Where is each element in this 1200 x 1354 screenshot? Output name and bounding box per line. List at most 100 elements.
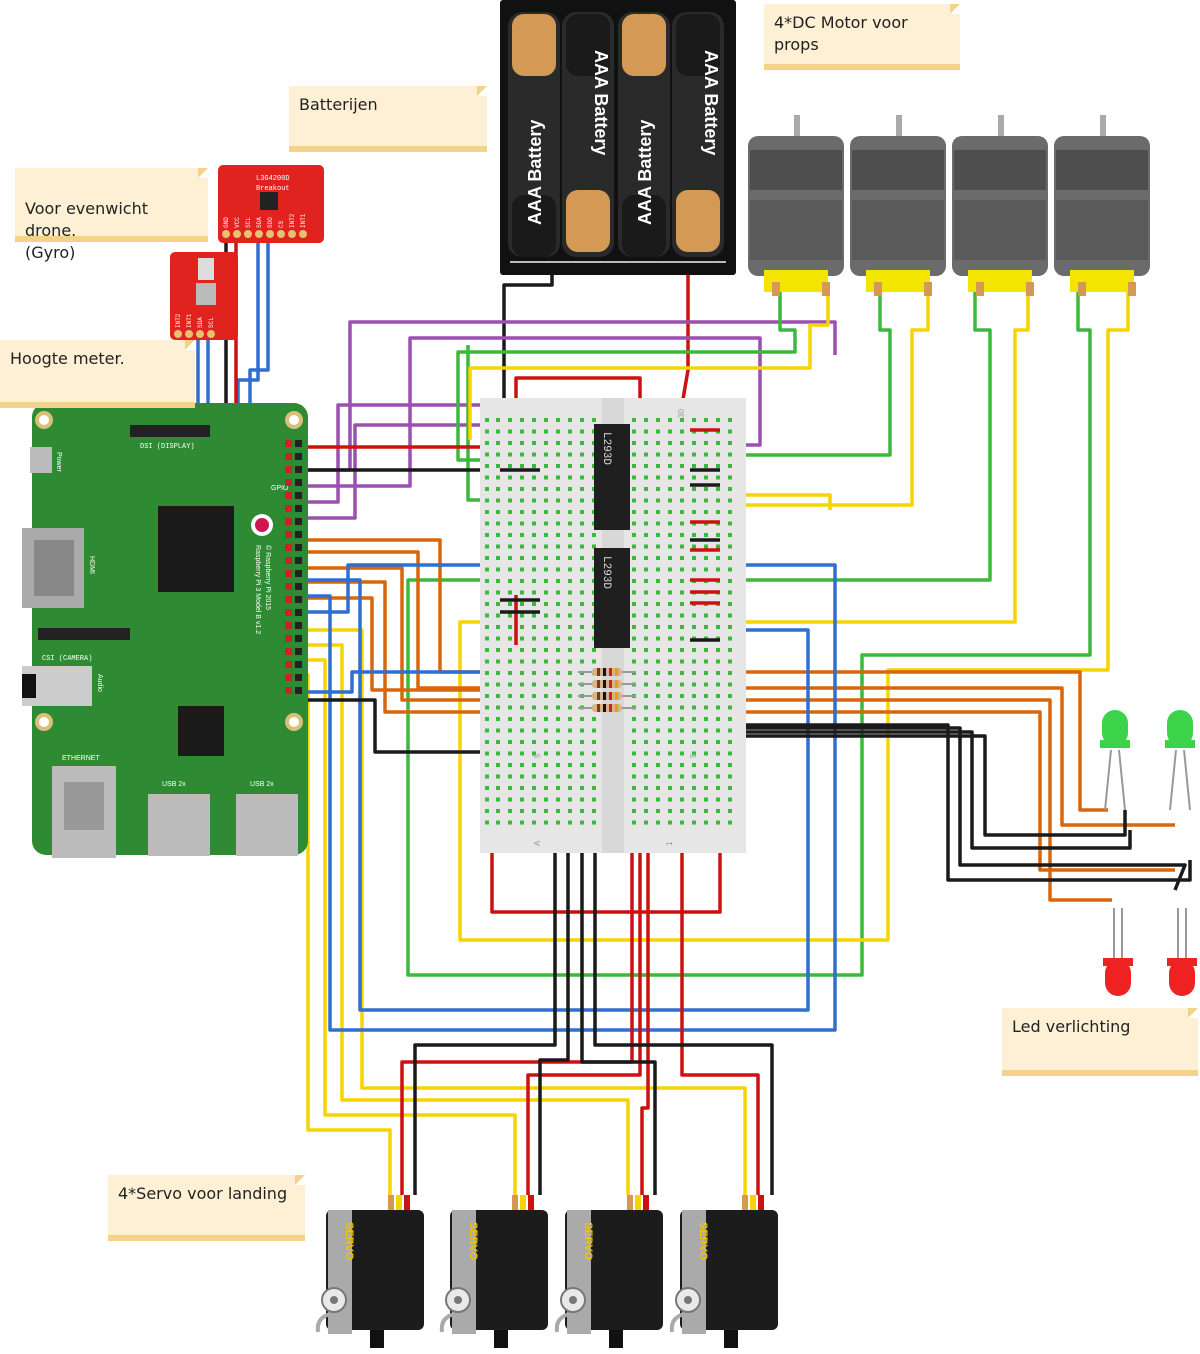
bb-hole — [716, 671, 720, 675]
bb-hole — [704, 418, 708, 422]
bb-hole — [632, 763, 636, 767]
bb-hole — [728, 475, 732, 480]
pi-audio-label: Audio — [96, 674, 103, 692]
bb-hole — [728, 510, 732, 514]
bb-hole — [644, 567, 648, 572]
bb-hole — [496, 441, 500, 445]
bb-hole — [485, 786, 489, 790]
bb-hole — [728, 717, 732, 721]
bb-hole — [568, 441, 572, 445]
bb-hole — [728, 682, 732, 687]
bb-label-1: 1 — [665, 841, 674, 846]
bb-hole — [728, 740, 732, 744]
bb-hole — [496, 740, 500, 744]
pi-power-label: Power — [55, 452, 62, 473]
bb-hole — [644, 613, 648, 618]
bb-hole — [692, 682, 696, 687]
bb-hole — [668, 694, 672, 698]
bb-hole — [728, 728, 732, 733]
gpio-pin — [285, 609, 292, 616]
bb-hole — [580, 659, 584, 664]
pi-copyright-label: © Raspberry Pi 2015 — [264, 545, 272, 610]
bb-hole — [592, 820, 596, 825]
bb-hole — [485, 510, 489, 514]
bb-hole — [532, 613, 536, 618]
bb-hole — [544, 705, 548, 710]
bb-hole — [692, 625, 696, 629]
bb-hole — [656, 648, 660, 652]
bb-hole — [580, 751, 584, 756]
bb-hole — [692, 556, 696, 560]
gpio-pin — [285, 687, 292, 694]
bb-hole — [680, 682, 684, 687]
bb-hole — [532, 797, 536, 802]
bb-hole — [680, 705, 684, 710]
bb-hole — [580, 602, 584, 606]
bb-hole — [632, 774, 636, 779]
bb-hole — [680, 521, 684, 526]
bb-hole — [544, 464, 548, 468]
note-motors: 4*DC Motor voor props — [764, 4, 960, 70]
bb-hole — [704, 682, 708, 687]
bb-hole — [692, 475, 696, 480]
bb-hole — [520, 475, 524, 480]
bb-hole — [728, 452, 732, 457]
bb-hole — [668, 809, 672, 813]
bb-hole — [656, 579, 660, 583]
bb-hole — [580, 590, 584, 595]
bb-hole — [580, 533, 584, 537]
gyro-pin-label: SDO — [267, 217, 274, 228]
gpio-pin — [295, 479, 302, 486]
bb-hole — [580, 464, 584, 468]
bb-hole — [632, 556, 636, 560]
bb-hole — [556, 613, 560, 618]
bb-hole — [632, 510, 636, 514]
bb-hole — [508, 797, 512, 802]
bb-hole — [485, 567, 489, 572]
bb-hole — [568, 521, 572, 526]
bb-hole — [556, 498, 560, 503]
bb-hole — [644, 717, 648, 721]
bb-hole — [485, 452, 489, 457]
bb-hole — [656, 418, 660, 422]
gpio-pin — [285, 648, 292, 655]
bb-hole — [508, 429, 512, 434]
bb-hole — [544, 510, 548, 514]
bb-hole — [668, 464, 672, 468]
bb-hole — [668, 820, 672, 825]
black-wire-servo-4 — [593, 832, 774, 1195]
gpio-pin — [295, 466, 302, 473]
bb-hole — [716, 717, 720, 721]
bb-hole — [704, 797, 708, 802]
bb-hole — [656, 567, 660, 572]
bb-hole — [656, 820, 660, 825]
bb-hole — [485, 728, 489, 733]
gyro-pin-label: SDA — [256, 217, 263, 228]
bb-hole — [656, 728, 660, 733]
gpio-pin — [295, 453, 302, 460]
bb-hole — [632, 418, 636, 422]
bb-hole — [544, 740, 548, 744]
bb-hole — [485, 820, 489, 825]
bb-hole — [680, 544, 684, 549]
bb-hole — [644, 487, 648, 491]
bb-hole — [704, 648, 708, 652]
bb-hole — [532, 625, 536, 629]
bb-hole — [728, 579, 732, 583]
bb-hole — [544, 809, 548, 813]
bb-hole — [704, 786, 708, 790]
gpio-pin — [295, 635, 302, 642]
bb-hole — [568, 763, 572, 767]
bb-hole — [632, 544, 636, 549]
bb-hole — [556, 774, 560, 779]
bb-hole — [508, 602, 512, 606]
bb-hole — [704, 774, 708, 779]
bb-hole — [632, 625, 636, 629]
bb-hole — [580, 728, 584, 733]
bb-hole — [568, 786, 572, 790]
bb-hole — [728, 590, 732, 595]
black-wire-servo-2 — [538, 832, 570, 1195]
bb-hole — [644, 429, 648, 434]
bb-hole — [496, 763, 500, 767]
